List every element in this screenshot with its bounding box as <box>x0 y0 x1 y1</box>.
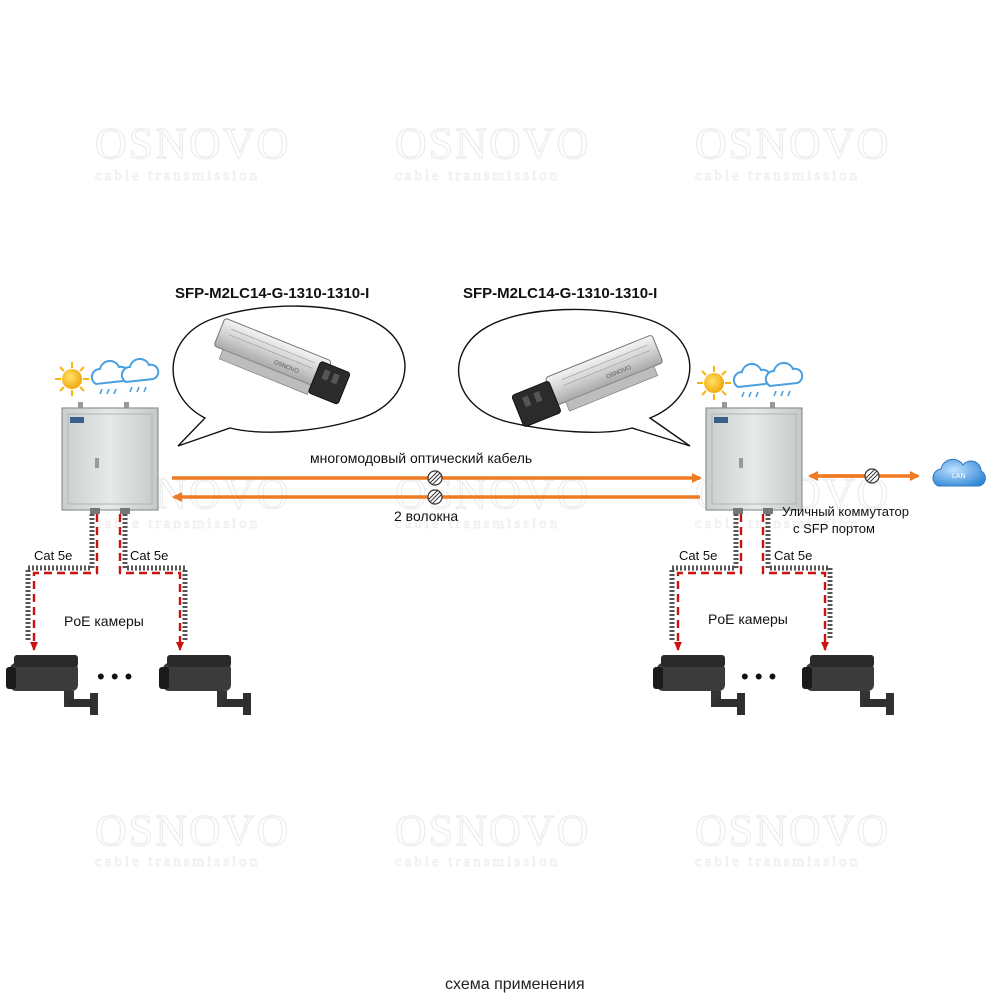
poe-line-left <box>30 514 99 651</box>
watermark-tagline: cable transmission <box>95 168 260 184</box>
watermark-brand: OSNOVO <box>95 119 290 168</box>
cat5e-label: Cat 5e <box>130 548 168 563</box>
lan-connector-icon <box>864 468 880 484</box>
right-outdoor-cabinet <box>705 402 803 514</box>
rain-cloud-icon <box>732 362 772 398</box>
poe-line-right <box>761 514 829 651</box>
switch-label-line1: Уличный коммутатор <box>782 504 909 519</box>
left-utp-cabling: Cat 5e Cat 5e PoE камеры <box>25 514 188 651</box>
ip-camera-icon <box>802 655 894 715</box>
cat5e-label: Cat 5e <box>679 548 717 563</box>
sun-icon <box>55 362 89 396</box>
cat5e-label: Cat 5e <box>774 548 812 563</box>
watermark-tagline: cable transmission <box>695 168 860 184</box>
watermark-brand: OSNOVO <box>95 806 290 855</box>
more-cameras-ellipsis: • • • <box>741 664 776 689</box>
poe-cameras-label: PoE камеры <box>64 613 144 629</box>
right-utp-cabling: Cat 5e Cat 5e PoE камеры <box>669 514 833 651</box>
cat5e-label: Cat 5e <box>34 548 72 563</box>
watermark-tagline: cable transmission <box>695 854 860 870</box>
poe-line-left <box>674 514 743 651</box>
watermark-tagline: cable transmission <box>395 168 560 184</box>
watermark-tagline: cable transmission <box>395 854 560 870</box>
sun-icon <box>697 366 731 400</box>
watermark-tagline: cable transmission <box>95 854 260 870</box>
sfp-left-label: SFP-M2LC14-G-1310-1310-I <box>175 285 369 302</box>
ip-camera-icon <box>653 655 745 715</box>
fiber-count-label: 2 волокна <box>394 508 458 524</box>
switch-label-line2: с SFP портом <box>793 521 875 536</box>
more-cameras-ellipsis: • • • <box>97 664 132 689</box>
sfp-right-label: SFP-M2LC14-G-1310-1310-I <box>463 285 657 302</box>
rain-cloud-icon <box>120 357 160 393</box>
watermark-brand: OSNOVO <box>395 119 590 168</box>
diagram-caption: схема применения <box>445 976 585 993</box>
fiber-connector-icon <box>427 470 443 486</box>
fiber-connector-icon <box>427 489 443 505</box>
sfp-left-module: OSNOVO <box>214 318 351 405</box>
watermark-brand: OSNOVO <box>695 119 890 168</box>
sfp-right-module: OSNOVO <box>511 335 663 427</box>
fiber-link: многомодовый оптический кабель 2 волокна <box>172 450 702 524</box>
watermark-brand: OSNOVO <box>395 806 590 855</box>
rain-cloud-icon <box>764 361 804 397</box>
ip-camera-icon <box>159 655 251 715</box>
watermark-tagline: cable transmission <box>95 516 260 532</box>
lan-label: LAN <box>952 473 966 480</box>
left-outdoor-cabinet <box>61 402 159 514</box>
poe-cameras-label: PoE камеры <box>708 611 788 627</box>
switch-lan-link: LAN Уличный коммутатор с SFP портом <box>782 458 986 536</box>
ip-camera-icon <box>6 655 98 715</box>
fiber-cable-label: многомодовый оптический кабель <box>310 450 532 466</box>
watermark-brand: OSNOVO <box>695 806 890 855</box>
watermark-tagline: cable transmission <box>395 516 560 532</box>
poe-line-right <box>118 514 184 651</box>
lan-cloud-icon: LAN <box>932 458 986 487</box>
